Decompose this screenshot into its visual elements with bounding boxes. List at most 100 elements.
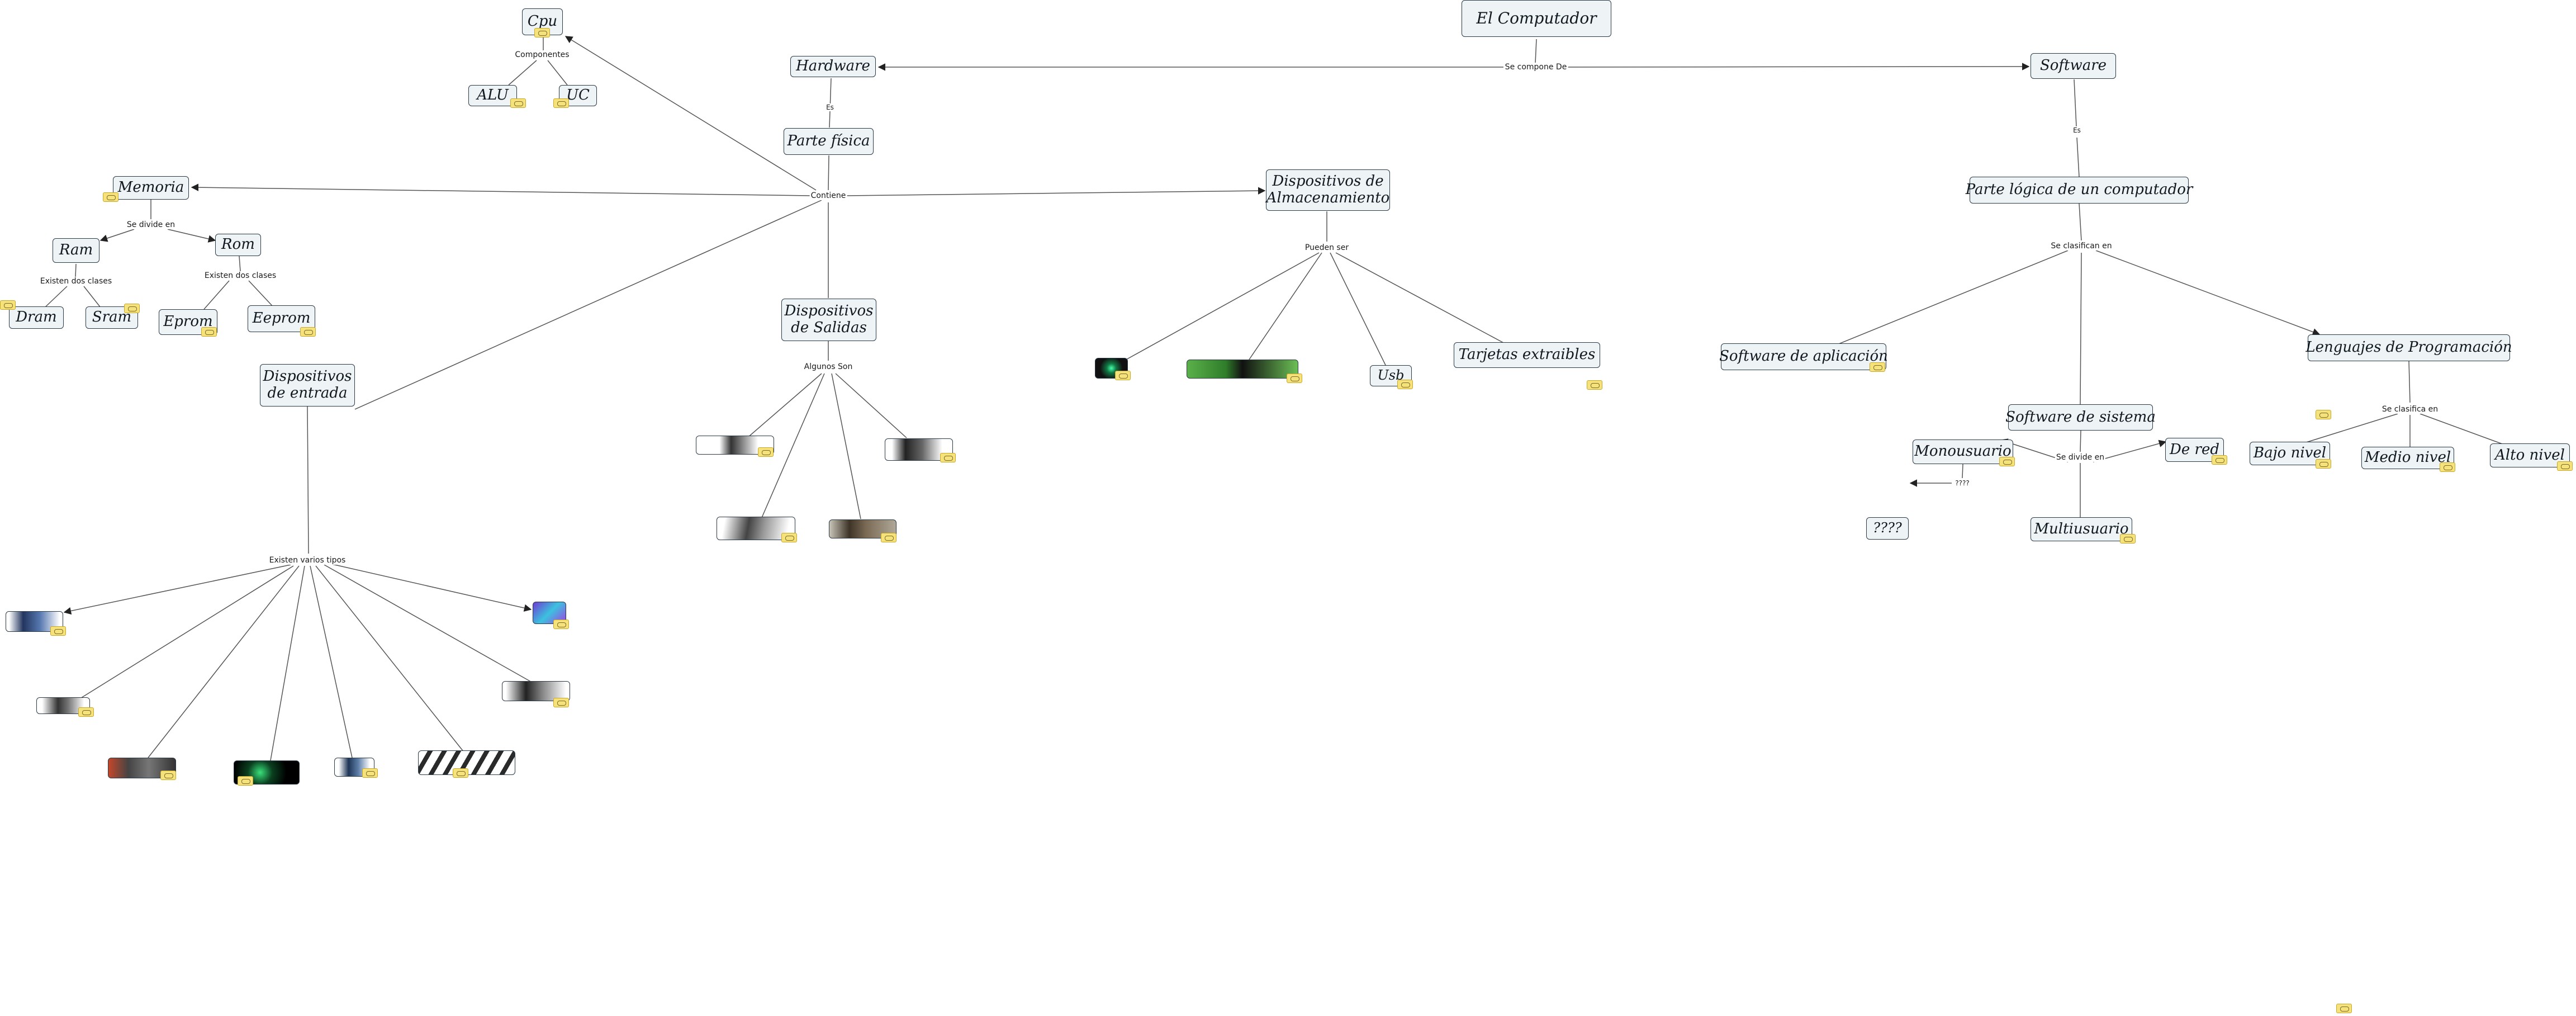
concept-hardware[interactable]: Hardware (790, 56, 876, 77)
attachment-icon[interactable] (553, 620, 569, 629)
connector-line (354, 200, 822, 410)
attachment-icon[interactable] (124, 304, 140, 313)
attachment-icon[interactable] (2440, 462, 2455, 472)
concept-dispositivos-de-salidas[interactable]: Dispositivos de Salidas (781, 299, 876, 341)
attachment-icon[interactable] (2212, 455, 2227, 465)
attachment-icon[interactable] (201, 327, 217, 337)
concept-software-de-sistema[interactable]: Software de sistema (2005, 404, 2156, 431)
attachment-icon[interactable] (453, 768, 468, 778)
connector-line (99, 229, 135, 242)
connector-line (1838, 250, 2069, 344)
link-label-pueden-ser: Pueden ser (1303, 243, 1350, 252)
link-label-componentes: Componentes (514, 50, 571, 59)
connector-line (324, 564, 534, 684)
concept-alu[interactable]: ALU (468, 85, 517, 106)
concept-parte-logica[interactable]: Parte lógica de un computador (1966, 177, 2193, 204)
image-node-entrada-1[interactable] (6, 611, 63, 632)
connector-line (547, 60, 568, 86)
attachment-icon[interactable] (553, 98, 569, 108)
attachment-icon[interactable] (1115, 371, 1131, 380)
concept-parte-fisica[interactable]: Parte física (784, 128, 874, 155)
concept-interrogacion[interactable]: ???? (1866, 517, 1909, 540)
connector-line (44, 286, 68, 308)
connector-line (329, 563, 532, 612)
connector-line (2076, 137, 2080, 177)
connector-line (2095, 250, 2321, 336)
attachment-icon[interactable] (0, 300, 16, 310)
attachment-icon[interactable] (1999, 457, 2015, 466)
connector-line (310, 565, 353, 758)
attachment-icon[interactable] (2557, 461, 2573, 471)
concept-dram[interactable]: Dram (9, 306, 64, 329)
attachment-icon[interactable] (1397, 380, 1413, 389)
attachment-icon[interactable] (362, 768, 378, 778)
attachment-icon[interactable] (781, 533, 797, 542)
concept-lenguajes-de-programacion[interactable]: Lenguajes de Programación (2305, 334, 2512, 361)
image-node-salida-3[interactable] (717, 517, 795, 540)
connector-line (1962, 464, 1963, 479)
attachment-icon[interactable] (2316, 410, 2331, 419)
connector-line (846, 187, 1266, 196)
connector-line (2302, 413, 2398, 444)
connector-line (75, 263, 77, 277)
attachment-icon[interactable] (1287, 374, 1302, 383)
concept-de-red[interactable]: De red (2165, 438, 2224, 462)
attachment-icon[interactable] (238, 776, 253, 786)
image-node-almacenamiento-2[interactable] (1187, 360, 1298, 379)
attachment-icon[interactable] (103, 192, 118, 202)
connector-line (191, 183, 811, 196)
concept-tarjetas-extraibles[interactable]: Tarjetas extraibles (1454, 342, 1600, 368)
link-label-se-compone-de: Se compone De (1503, 63, 1568, 72)
link-label-es-hardware: Es (825, 103, 835, 111)
concept-alto-nivel[interactable]: Alto nivel (2490, 443, 2570, 467)
attachment-icon[interactable] (1587, 380, 1602, 390)
concept-el-computador[interactable]: El Computador (1462, 0, 1611, 37)
concept-dispositivos-de-entrada[interactable]: Dispositivos de entrada (260, 364, 355, 407)
connector-line (761, 373, 825, 519)
attachment-icon[interactable] (2336, 1004, 2352, 1013)
concept-software[interactable]: Software (2031, 53, 2116, 79)
connector-line (1249, 252, 1322, 360)
concept-ram[interactable]: Ram (53, 238, 99, 263)
concept-uc[interactable]: UC (559, 85, 597, 106)
link-label-interrogacion: ???? (1954, 479, 1971, 487)
link-label-existen-dos-clases-ram: Existen dos clases (39, 277, 113, 286)
concept-sram[interactable]: Sram (86, 306, 138, 329)
attachment-icon[interactable] (160, 771, 176, 780)
concept-rom[interactable]: Rom (215, 234, 261, 256)
concept-dispositivos-de-almacenamiento[interactable]: Dispositivos de Almacenamiento (1266, 169, 1390, 211)
connector-line (1335, 252, 1504, 343)
attachment-icon[interactable] (1870, 362, 1885, 372)
connector-line (2074, 79, 2077, 127)
concept-medio-nivel[interactable]: Medio nivel (2361, 447, 2454, 469)
attachment-icon[interactable] (2316, 459, 2331, 469)
attachment-icon[interactable] (881, 533, 896, 542)
concept-memoria[interactable]: Memoria (113, 176, 189, 200)
link-label-se-divide-en-memoria: Se divide en (125, 220, 177, 229)
attachment-icon[interactable] (510, 98, 526, 108)
link-label-existen-dos-clases-rom: Existen dos clases (203, 271, 278, 280)
connector-line (2080, 252, 2082, 405)
concept-multiusuario[interactable]: Multiusuario (2031, 517, 2132, 541)
connector-line (747, 373, 822, 438)
attachment-icon[interactable] (553, 698, 569, 707)
link-label-es-software: Es (2072, 126, 2082, 134)
attachment-icon[interactable] (534, 28, 550, 37)
connector-line (2420, 413, 2504, 445)
attachment-icon[interactable] (300, 327, 316, 337)
connector-line (315, 565, 464, 753)
link-label-se-clasifica-en: Se clasifica en (2380, 405, 2440, 414)
attachment-icon[interactable] (78, 707, 94, 717)
attachment-icon[interactable] (758, 447, 774, 457)
connector-line (828, 155, 829, 191)
link-label-se-clasifican-en: Se clasifican en (2050, 242, 2113, 251)
concept-eprom[interactable]: Eprom (159, 309, 217, 335)
concept-software-de-aplicacion[interactable]: Software de aplicación (1719, 343, 1888, 370)
connector-line (79, 565, 294, 700)
attachment-icon[interactable] (2120, 534, 2136, 544)
concept-monousuario[interactable]: Monousuario (1913, 440, 2013, 464)
attachment-icon[interactable] (940, 453, 956, 462)
link-label-contiene: Contiene (809, 191, 847, 200)
attachment-icon[interactable] (50, 626, 66, 636)
